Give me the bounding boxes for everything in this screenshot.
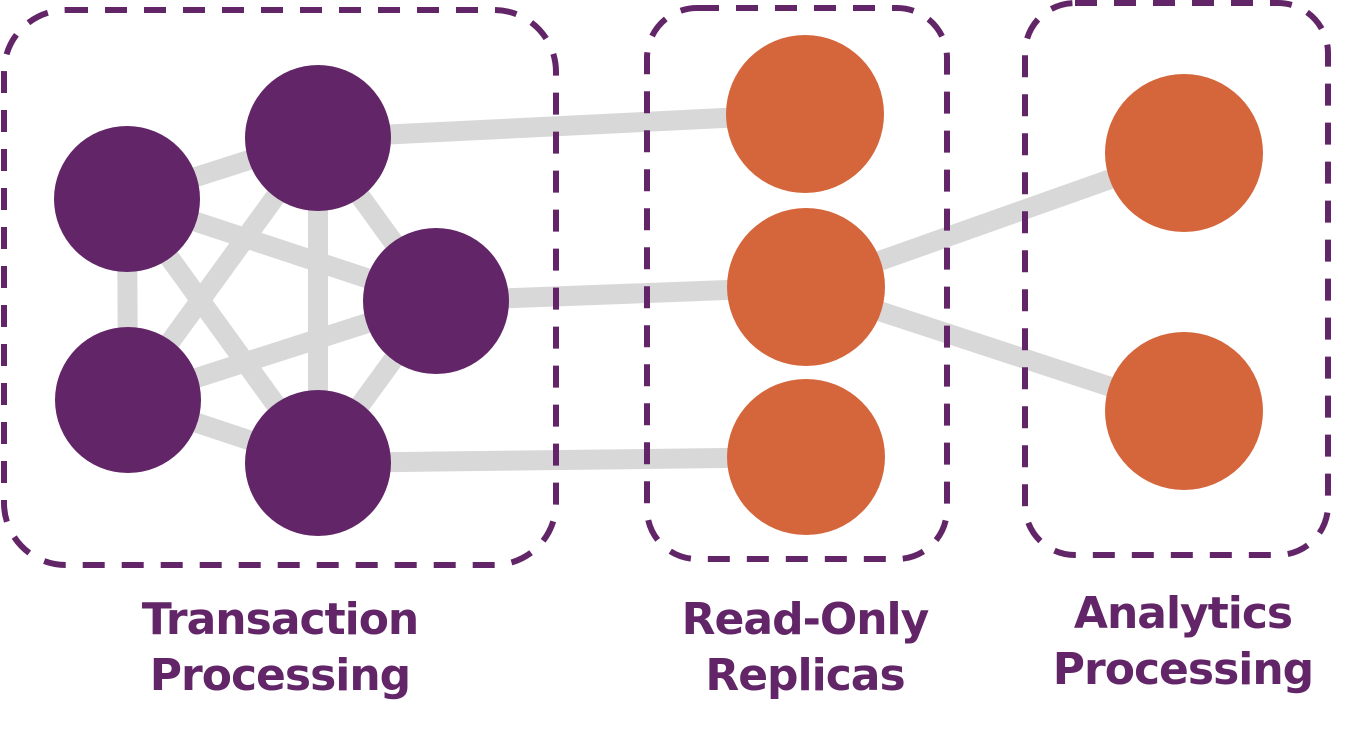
label-line-1: Analytics <box>1073 588 1293 639</box>
label-line-1: Transaction <box>141 594 420 645</box>
transaction-node-t1 <box>54 126 200 272</box>
analytics-node-a1 <box>1105 74 1263 232</box>
transaction-node-t4 <box>55 327 201 473</box>
group-box-replicas <box>644 5 950 562</box>
replica-node-r1 <box>726 35 884 193</box>
replica-node-r3 <box>727 379 885 535</box>
analytics-node-a2 <box>1105 332 1263 490</box>
transaction-node-t3 <box>363 228 509 374</box>
label-line-1: Read-Only <box>681 594 930 645</box>
transaction-node-t2 <box>245 65 391 211</box>
edge-t5-r3 <box>317 447 807 473</box>
group-box-transaction <box>1 7 559 568</box>
label-line-2: Processing <box>149 650 411 701</box>
transaction-node-t5 <box>245 390 391 536</box>
group-box-analytics <box>1022 0 1331 558</box>
label-line-2: Processing <box>1052 644 1314 695</box>
replica-node-r2 <box>727 208 885 366</box>
nodes-layer <box>54 35 1263 536</box>
label-line-2: Replicas <box>705 650 905 701</box>
edge-t2-r1 <box>317 104 806 148</box>
groups-layer <box>1 0 1331 568</box>
group-label-analytics-processing: Analytics Processing <box>983 586 1352 698</box>
group-label-transaction-processing: Transaction Processing <box>80 592 480 704</box>
group-label-read-only-replicas: Read-Only Replicas <box>605 592 1005 704</box>
